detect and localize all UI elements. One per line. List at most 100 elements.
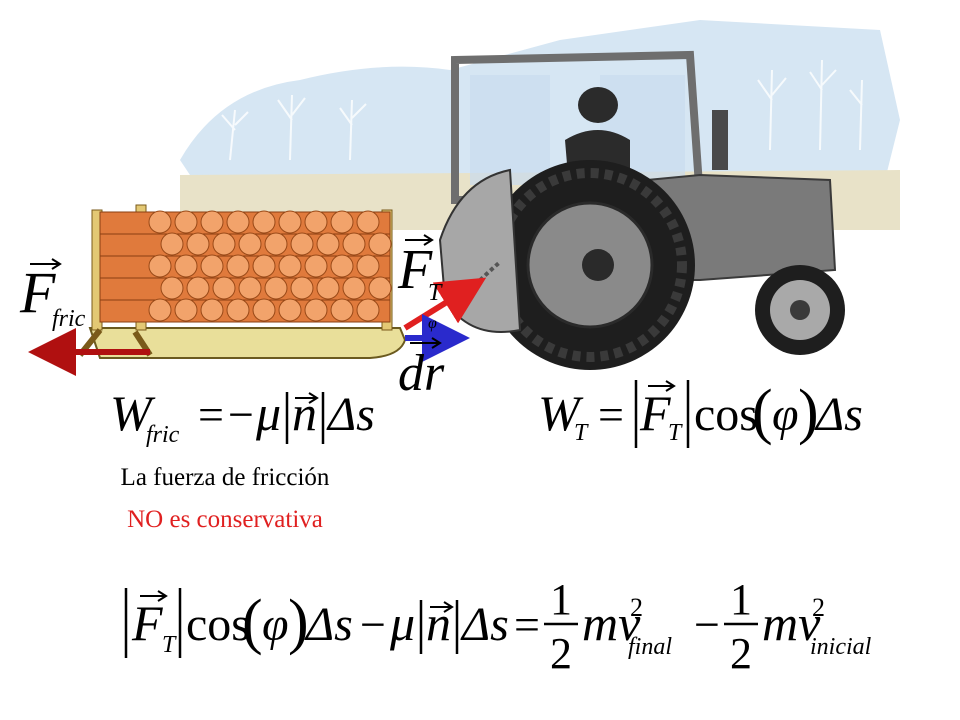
log-end [356, 298, 380, 322]
log-end [148, 210, 172, 234]
log-end [200, 254, 224, 278]
log-end [278, 254, 302, 278]
energy-normal: n [426, 595, 451, 651]
log-end [290, 232, 314, 256]
energy-delta-s-1: Δs [304, 598, 353, 651]
log-end [174, 254, 198, 278]
energy-minus: − [360, 599, 386, 650]
energy-force: F [131, 595, 163, 651]
energy-equals: = [514, 599, 540, 650]
energy-mu: μ [389, 595, 415, 651]
wt-cos: cos [694, 388, 758, 441]
log-end [264, 232, 288, 256]
log-end [304, 210, 328, 234]
wfric-equals: = [198, 389, 224, 440]
log-end [330, 210, 354, 234]
energy-paren-open: ( [242, 588, 263, 656]
work-tension-equation: W T = F T cos ( φ ) Δs [538, 378, 863, 448]
displacement-symbol: dr [398, 345, 445, 402]
log-end [160, 276, 184, 300]
log-end [238, 232, 262, 256]
log-end [252, 298, 276, 322]
log-end [226, 210, 250, 234]
log-end [342, 276, 366, 300]
log-end [252, 210, 276, 234]
energy-minus-2: − [694, 599, 720, 650]
tension-force-symbol: F [397, 239, 433, 301]
log-end [316, 232, 340, 256]
energy-half-num-2: 1 [730, 575, 752, 624]
log-end [304, 298, 328, 322]
energy-mv-1: mv [582, 595, 641, 651]
log-end [186, 276, 210, 300]
log-end [174, 210, 198, 234]
caption-non-conservative: NO es conservativa [127, 506, 323, 533]
log-pile [99, 210, 392, 323]
caption-friction: La fuerza de fricción [120, 464, 330, 491]
wt-subscript: T [574, 420, 589, 446]
tractor [438, 50, 845, 370]
wfric-mu: μ [255, 385, 281, 441]
log-end [330, 254, 354, 278]
log-end [226, 298, 250, 322]
log-end [238, 276, 262, 300]
energy-sub-initial: inicial [810, 634, 872, 660]
energy-mv-2: mv [762, 595, 821, 651]
log-end [278, 298, 302, 322]
wt-force-subscript: T [668, 420, 683, 446]
energy-half-den-2: 2 [730, 629, 752, 678]
wt-lhs: W [538, 385, 584, 441]
wt-phi: φ [772, 388, 799, 441]
wt-paren-open: ( [752, 378, 773, 446]
log-end [174, 298, 198, 322]
log-end [368, 232, 392, 256]
angle-phi-label: φ [428, 315, 437, 332]
energy-force-subscript: T [162, 632, 177, 658]
energy-exp-2: 2 [812, 593, 825, 622]
wfric-delta-s: Δs [326, 388, 375, 441]
log-end [200, 298, 224, 322]
wt-paren-close: ) [798, 378, 819, 446]
energy-half-den-1: 2 [550, 629, 572, 678]
log-end [330, 298, 354, 322]
wfric-normal: n [292, 385, 317, 441]
energy-phi: φ [262, 598, 289, 651]
log-end [356, 210, 380, 234]
energy-half-num-1: 1 [550, 575, 572, 624]
wt-force: F [639, 385, 671, 441]
log-end [304, 254, 328, 278]
energy-sub-final: final [628, 634, 672, 660]
energy-delta-s-2: Δs [460, 598, 509, 651]
log-end [316, 276, 340, 300]
log-end [290, 276, 314, 300]
wfric-lhs: W [110, 385, 156, 441]
friction-force-label: F fric [19, 258, 86, 332]
log-end [226, 254, 250, 278]
tension-force-label: F T [397, 234, 443, 306]
energy-paren-close: ) [288, 588, 309, 656]
log-end [186, 232, 210, 256]
log-end [148, 298, 172, 322]
energy-exp-1: 2 [630, 593, 643, 622]
work-energy-equation: F T cos ( φ ) Δs − μ n Δs = 1 2 mv 2 fin… [124, 575, 872, 678]
wfric-subscript: fric [146, 422, 180, 448]
displacement-label: dr [398, 337, 445, 402]
log-end [212, 276, 236, 300]
log-end [264, 276, 288, 300]
tension-force-subscript: T [428, 280, 443, 306]
wfric-minus: − [228, 389, 254, 440]
log-end [212, 232, 236, 256]
tension-force-arrow [403, 277, 487, 331]
log-end [278, 210, 302, 234]
wt-equals: = [598, 389, 624, 440]
work-friction-equation: W fric = − μ n Δs [110, 385, 375, 448]
energy-cos: cos [186, 598, 250, 651]
log-end [148, 254, 172, 278]
wt-delta-s: Δs [814, 388, 863, 441]
friction-force-symbol: F [19, 260, 56, 325]
friction-force-subscript: fric [52, 306, 86, 332]
log-end [342, 232, 366, 256]
log-end [252, 254, 276, 278]
log-end [200, 210, 224, 234]
